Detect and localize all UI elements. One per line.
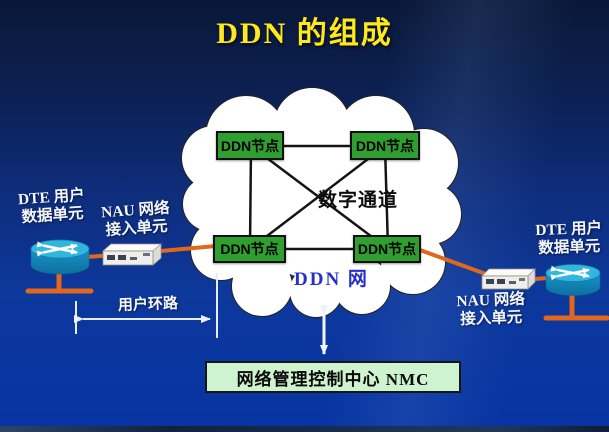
right-nau-label: NAU 网络 接入单元 <box>456 290 526 329</box>
right-dte-label: DTE 用户 数据单元 <box>535 219 603 258</box>
network-access-unit-icon <box>481 268 536 290</box>
ddn-node-label: DDN节点 <box>220 137 280 154</box>
ddn-node-top-right: DDN节点 <box>350 131 420 160</box>
router-icon <box>30 239 90 275</box>
ddn-node-top-left: DDN节点 <box>216 131 284 160</box>
router-icon <box>545 264 601 296</box>
user-loop-label: 用户环路 <box>117 295 179 315</box>
photo-edge-strip <box>0 426 609 432</box>
page-title: DDN 的组成 <box>216 17 393 50</box>
ddn-network-label: DDN 网 <box>294 269 369 290</box>
nmc-label: 网络管理控制中心 NMC <box>236 369 430 389</box>
ddn-node-label: DDN节点 <box>220 241 279 257</box>
nmc-box: 网络管理控制中心 NMC <box>205 361 461 393</box>
ddn-node-label: DDN节点 <box>357 241 417 257</box>
ddn-node-label: DDN节点 <box>355 137 415 154</box>
dimension-arrow-icon <box>74 273 218 338</box>
ddn-node-bottom-left: DDN节点 <box>213 235 286 263</box>
ddn-node-bottom-right: DDN节点 <box>353 235 421 263</box>
network-access-unit-icon <box>101 243 163 266</box>
left-nau-label: NAU 网络 接入单元 <box>100 199 171 240</box>
digital-channel-label: 数字通道 <box>318 190 399 211</box>
left-dte-label: DTE 用户 数据单元 <box>17 186 86 227</box>
